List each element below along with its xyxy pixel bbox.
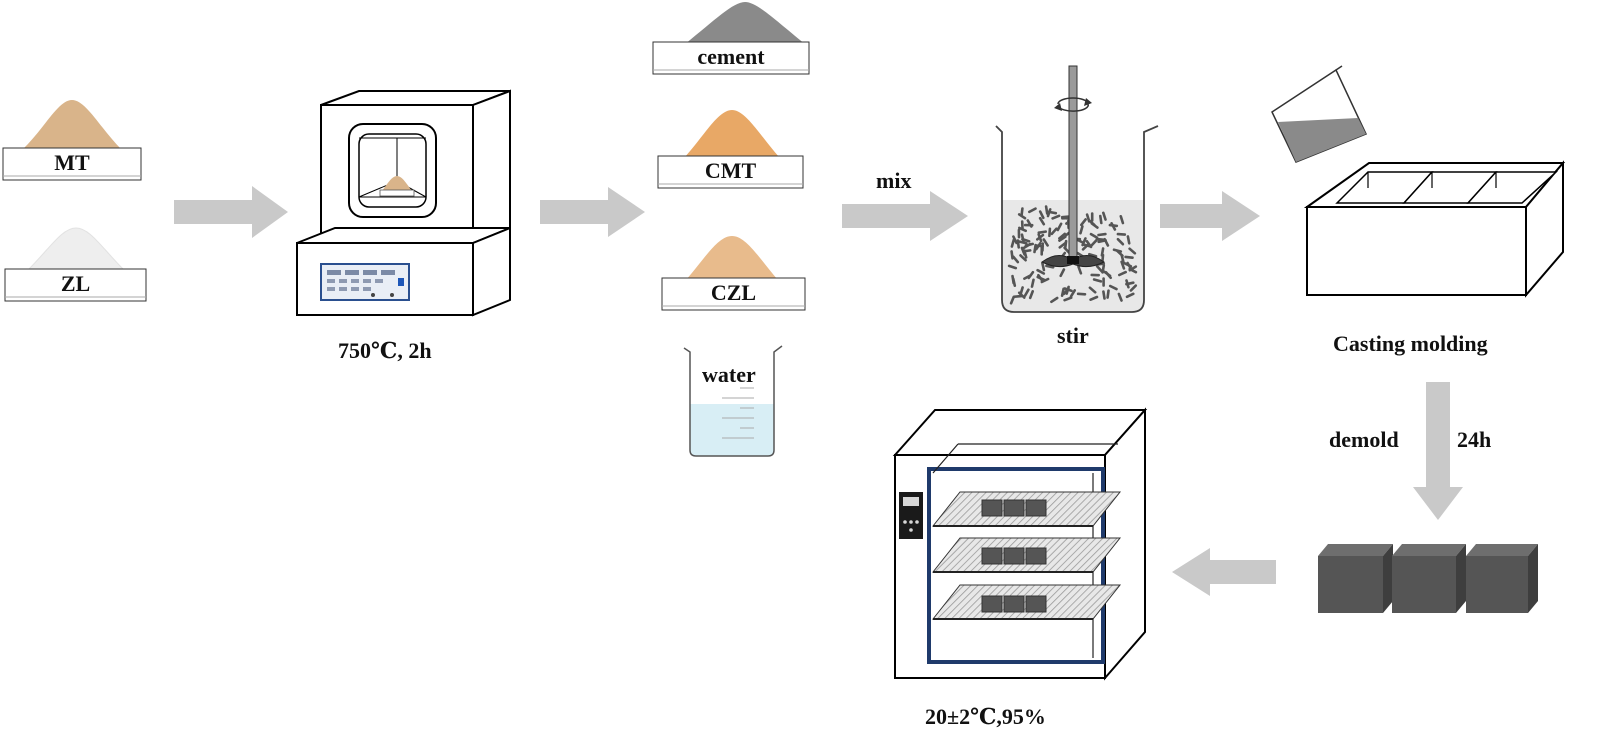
arrow-down-demold bbox=[1413, 382, 1463, 520]
casting-mold bbox=[1303, 160, 1566, 298]
curing-condition-label: 20±2℃,95% bbox=[925, 704, 1046, 729]
furnace-sample-pile bbox=[382, 176, 412, 191]
chamber-door-frame bbox=[927, 467, 1105, 664]
arrow-to-curing bbox=[1172, 548, 1276, 596]
water-beaker bbox=[683, 345, 783, 457]
mix-label: mix bbox=[876, 168, 912, 193]
cmt-powder-pile bbox=[657, 110, 804, 189]
zl-label: ZL bbox=[60, 271, 91, 296]
czl-powder-pile bbox=[661, 236, 806, 311]
cmt-label: CMT bbox=[704, 158, 757, 183]
cement-powder-pile bbox=[652, 2, 810, 75]
arrow-to-furnace bbox=[174, 186, 288, 238]
zl-powder-pile bbox=[4, 227, 147, 302]
water-label: water bbox=[702, 362, 756, 387]
chamber-control-panel bbox=[899, 492, 923, 539]
furnace-control-panel bbox=[320, 263, 410, 301]
mt-label: MT bbox=[54, 150, 90, 175]
specimen-cube-1 bbox=[1318, 544, 1393, 613]
mt-powder-pile bbox=[2, 100, 142, 181]
specimen-cube-2 bbox=[1392, 544, 1466, 613]
specimen-cube-3 bbox=[1466, 544, 1538, 613]
calcination-condition-label: 750℃, 2h bbox=[338, 338, 432, 363]
demold-time-label: 24h bbox=[1457, 427, 1492, 452]
cement-label: cement bbox=[697, 44, 765, 69]
arrow-to-beaker bbox=[842, 191, 968, 241]
pouring-cup bbox=[1271, 65, 1368, 163]
specimen-cubes bbox=[1318, 544, 1538, 613]
arrow-to-calcined bbox=[540, 187, 645, 237]
fiber-particles bbox=[1007, 205, 1138, 305]
czl-label: CZL bbox=[710, 280, 757, 305]
arrow-to-mold bbox=[1160, 191, 1260, 241]
stirring-beaker bbox=[995, 65, 1159, 313]
stir-label: stir bbox=[1057, 323, 1089, 348]
chamber-specimens bbox=[981, 499, 1047, 613]
casting-molding-label: Casting molding bbox=[1333, 331, 1488, 356]
demold-label: demold bbox=[1329, 427, 1399, 452]
muffle-furnace bbox=[296, 89, 511, 317]
